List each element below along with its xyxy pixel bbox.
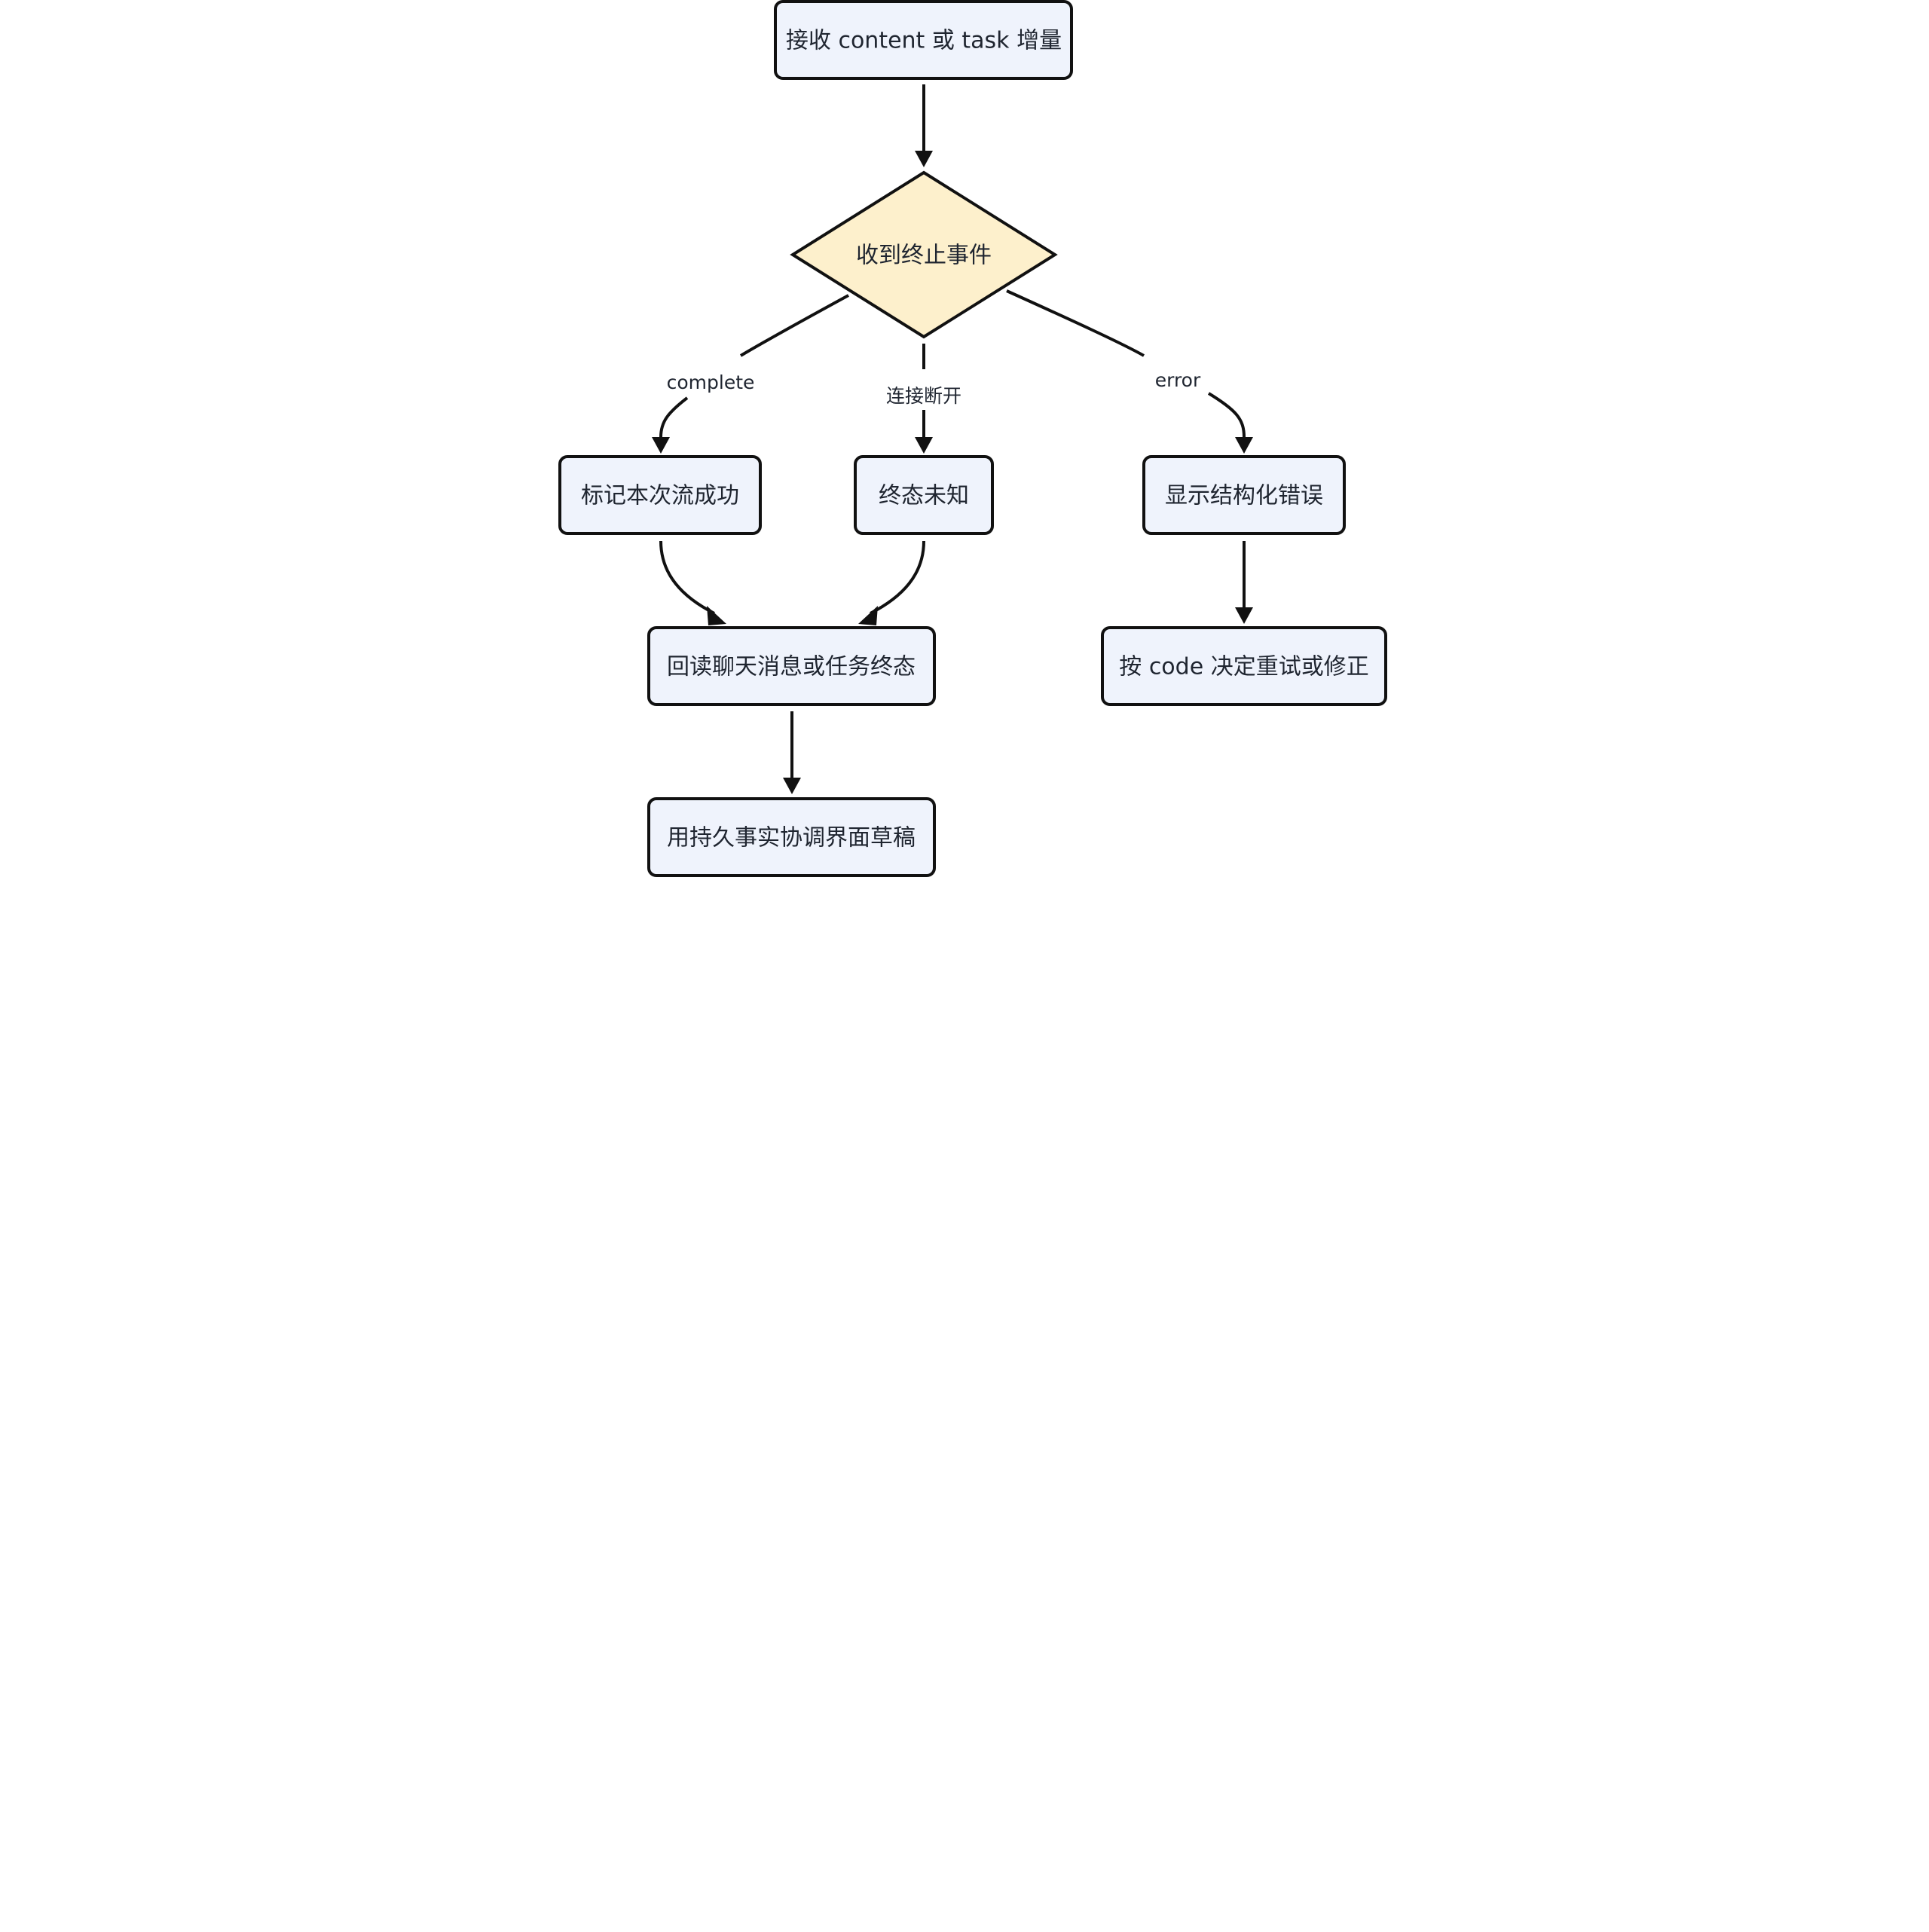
node-readback-label: 回读聊天消息或任务终态 <box>667 654 916 680</box>
node-mark-success: 标记本次流成功 <box>558 455 762 535</box>
arrowhead-reconcile <box>783 778 801 794</box>
node-receive-label: 接收 content 或 task 增量 <box>786 28 1062 54</box>
edge-error <box>1006 289 1145 357</box>
edge-complete-tail <box>659 396 689 438</box>
edge-error-tail <box>1207 392 1246 438</box>
arrowhead-show-error <box>1235 437 1253 454</box>
node-retry-fix-label: 按 code 决定重试或修正 <box>1119 654 1368 680</box>
node-retry-fix: 按 code 决定重试或修正 <box>1101 626 1387 706</box>
edge-success-to-readback <box>659 540 715 615</box>
node-unknown-state: 终态未知 <box>854 455 994 535</box>
edge-label-disconnect: 连接断开 <box>886 385 961 407</box>
node-reconcile: 用持久事实协调界面草稿 <box>647 797 936 877</box>
node-mark-success-label: 标记本次流成功 <box>581 483 739 509</box>
edge-unknown-to-readback <box>870 540 925 615</box>
arrowhead-retry <box>1235 607 1253 624</box>
edge-label-error: error <box>1155 369 1201 391</box>
node-readback: 回读聊天消息或任务终态 <box>647 626 936 706</box>
arrowhead-mark-success <box>652 437 670 454</box>
node-receive: 接收 content 或 task 增量 <box>774 0 1073 80</box>
arrowhead-decision <box>915 151 933 167</box>
node-show-error: 显示结构化错误 <box>1142 455 1346 535</box>
node-unknown-state-label: 终态未知 <box>879 483 969 509</box>
arrowhead-unknown <box>915 437 933 454</box>
edge-label-complete: complete <box>667 371 755 393</box>
node-decision-label: 收到终止事件 <box>856 243 992 269</box>
edge-complete <box>739 294 849 357</box>
node-show-error-label: 显示结构化错误 <box>1165 483 1323 509</box>
node-decision: 收到终止事件 <box>790 170 1058 339</box>
arrowhead-readback-right <box>858 606 878 625</box>
arrowhead-readback-left <box>707 606 726 625</box>
node-reconcile-label: 用持久事实协调界面草稿 <box>667 825 916 851</box>
